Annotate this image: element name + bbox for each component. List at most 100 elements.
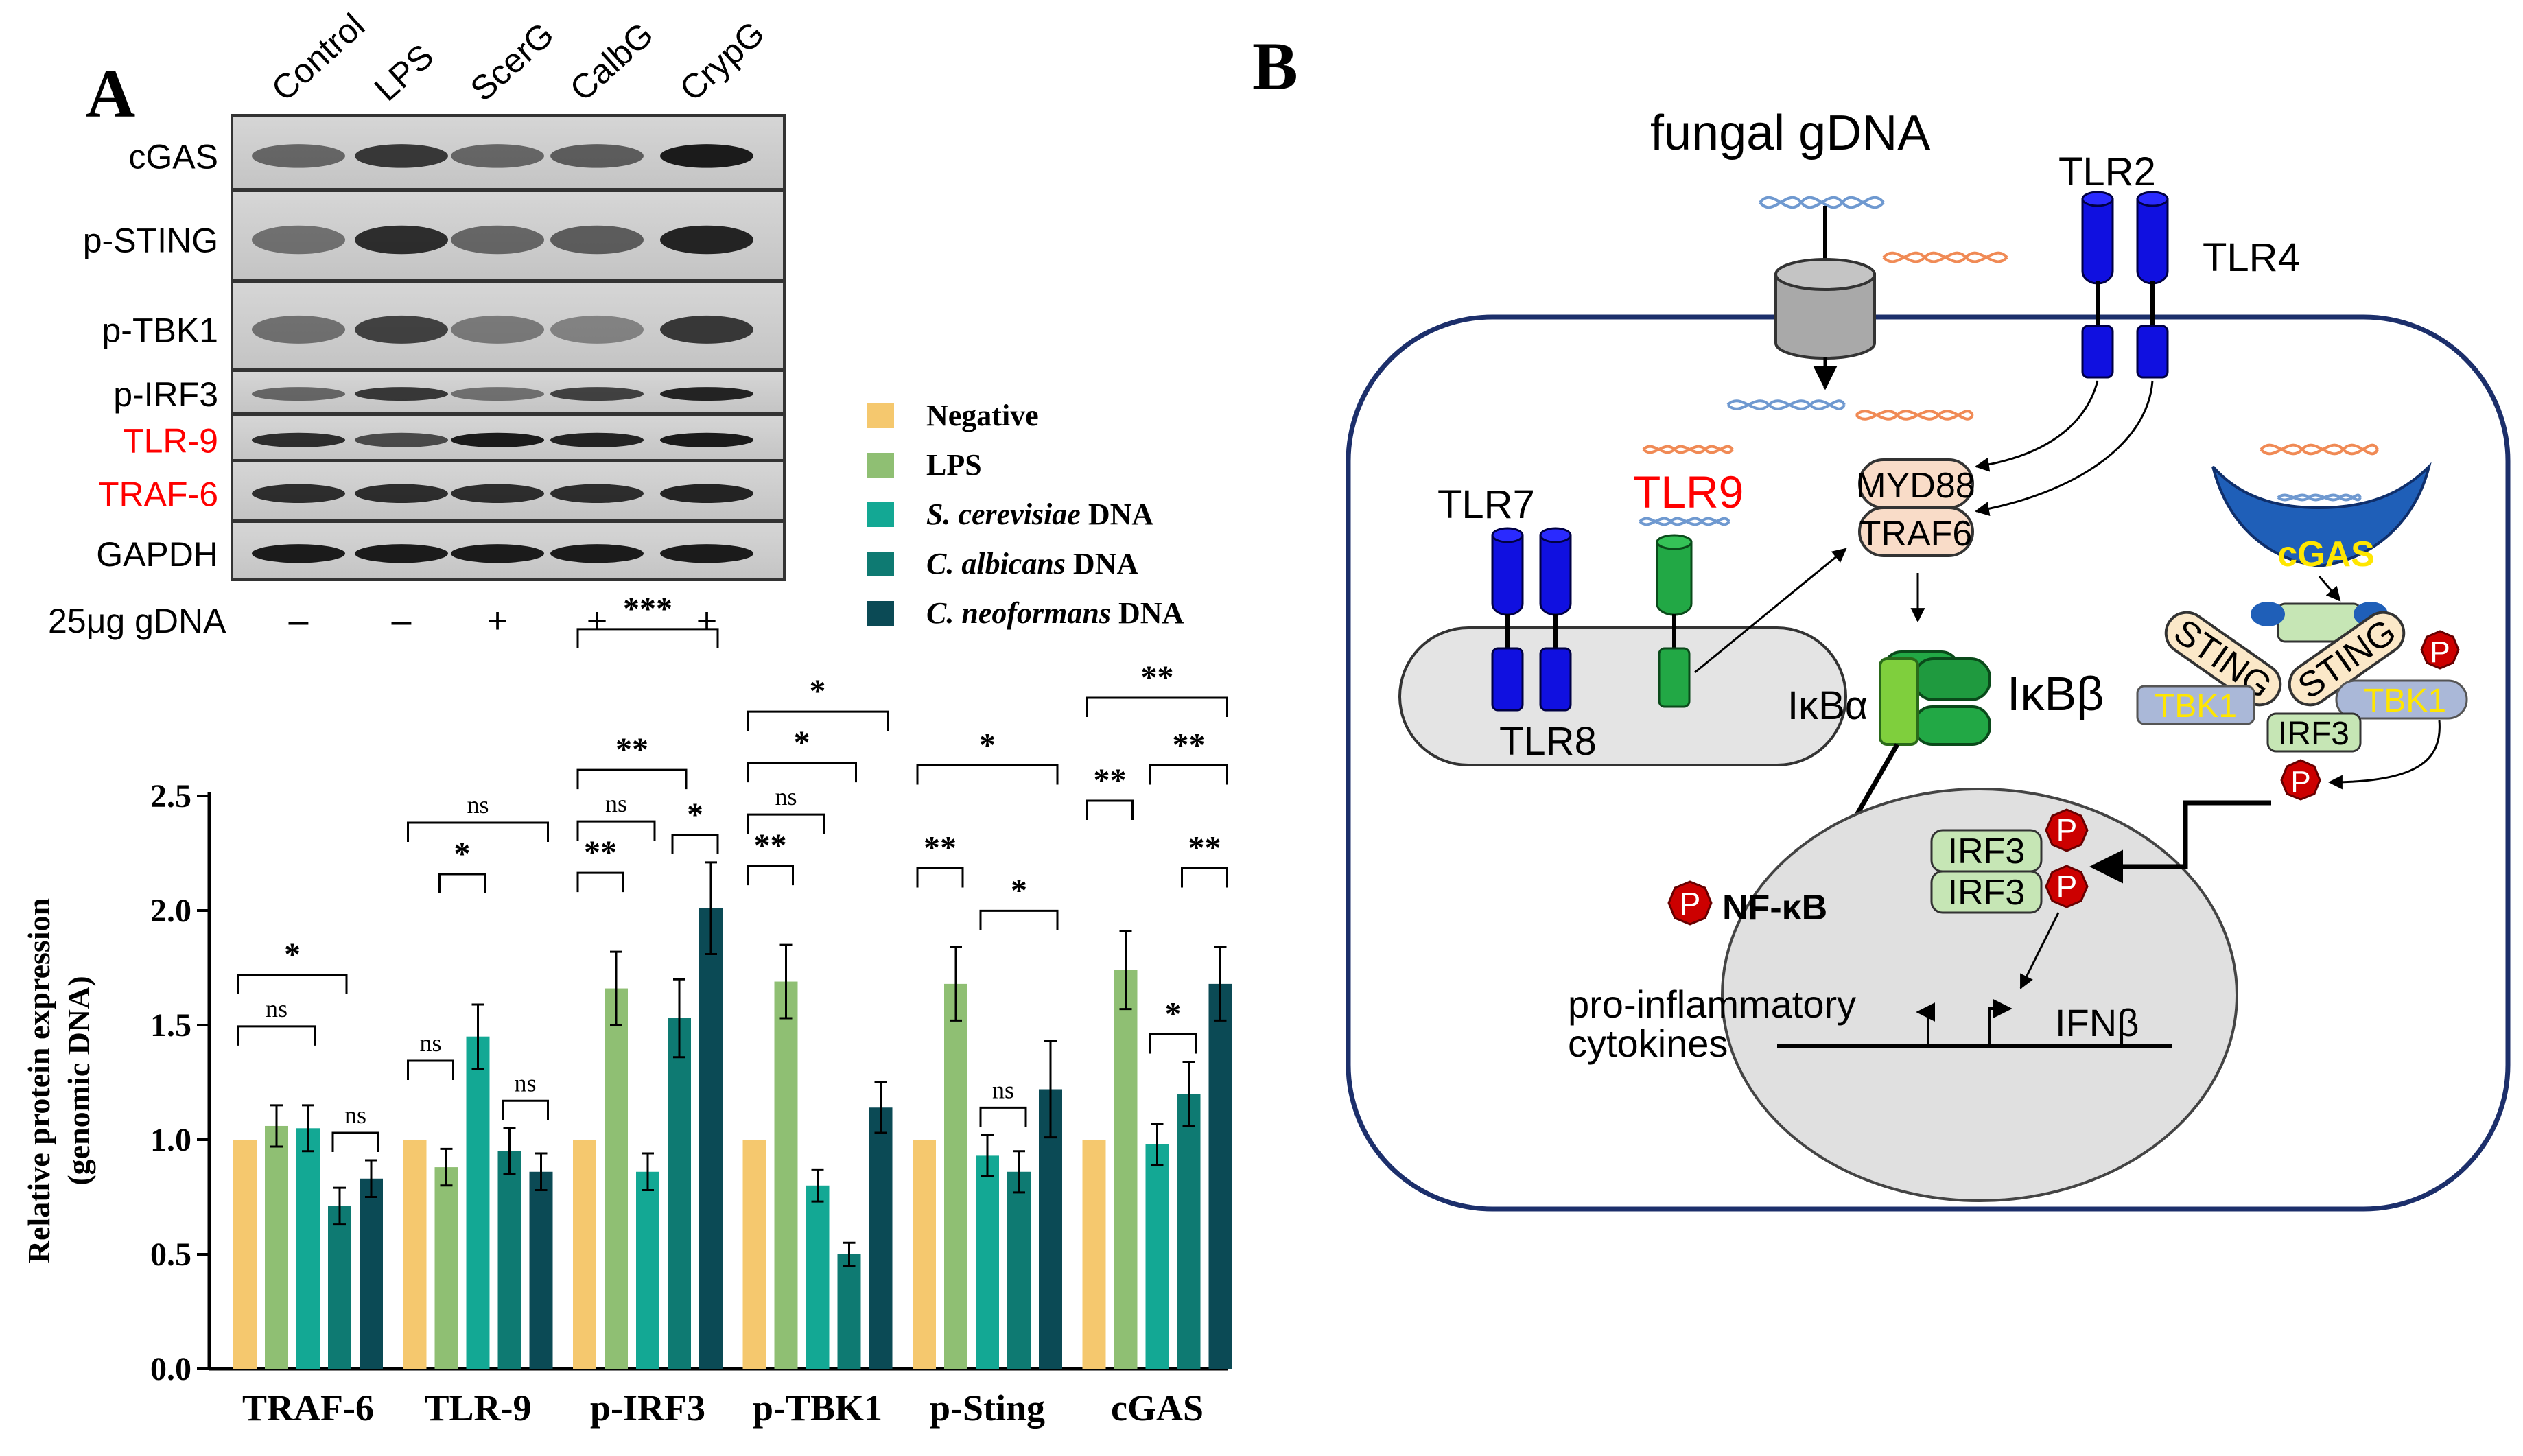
cgas-sting-arrow — [2318, 576, 2341, 602]
blot-row-label: GAPDH — [96, 535, 218, 574]
significance-bracket — [916, 764, 1059, 785]
significance-label: ** — [1094, 762, 1127, 799]
bar — [328, 1206, 351, 1369]
irf3-dimer: IRF3 IRF3 — [1930, 829, 2043, 914]
blot-band — [451, 484, 544, 504]
blot-band — [451, 144, 544, 168]
tbk1-left: TBK1 — [2136, 685, 2255, 725]
tlr9-myd88-arrow — [1694, 548, 1847, 674]
traf6-label: TRAF6 — [1859, 514, 1973, 554]
significance-label: ns — [605, 790, 627, 817]
blot-band — [550, 544, 644, 563]
blot-band — [252, 315, 345, 344]
svg-text:IRF3: IRF3 — [1948, 873, 2026, 913]
significance-bracket — [502, 1099, 549, 1120]
svg-text:TBK1: TBK1 — [2155, 688, 2237, 725]
significance-label: ** — [1173, 727, 1206, 763]
panel-b: B fungal gDNA — [1252, 28, 2511, 1212]
blot-row-label: p-IRF3 — [113, 375, 218, 414]
blot-band — [252, 387, 345, 401]
significance-label: ns — [992, 1076, 1014, 1103]
blot-band — [550, 144, 644, 168]
significance-label: ** — [584, 834, 617, 871]
x-category-label: p-Sting — [930, 1387, 1045, 1429]
nfkb-label: NF-κB — [1722, 888, 1827, 928]
legend-label: C. neoformans DNA — [926, 596, 1184, 630]
blot-band — [660, 387, 753, 401]
lane-label: LPS — [367, 36, 441, 108]
significance-bracket — [747, 865, 794, 886]
blot-band — [550, 432, 644, 447]
panel-b-label: B — [1252, 28, 1298, 104]
significance-bracket — [331, 1131, 379, 1153]
irf3-cytoplasm: IRF3 — [2266, 712, 2362, 753]
bar — [774, 981, 798, 1369]
significance-label: * — [284, 937, 301, 973]
blot-band — [451, 225, 544, 255]
significance-label: *** — [623, 591, 672, 627]
bar — [466, 1036, 490, 1369]
blot-row-label: TLR-9 — [123, 421, 218, 460]
bar — [403, 1140, 427, 1369]
tlr9-receptor: TLR9 — [1633, 467, 1744, 708]
significance-label: * — [454, 836, 471, 872]
significance-bracket — [1086, 799, 1134, 821]
significance-bracket — [747, 813, 825, 834]
tbk1-right: TBK1 — [2335, 679, 2468, 720]
blot-band — [355, 387, 448, 401]
bar — [1177, 1094, 1201, 1369]
significance-bracket — [979, 909, 1059, 930]
endosome — [1398, 626, 1847, 766]
blot-band — [355, 144, 448, 168]
bar — [944, 983, 967, 1369]
significance-label: * — [794, 725, 810, 761]
phosphate-icon: P — [2420, 630, 2460, 670]
y-tick-label: 0.0 — [150, 1351, 191, 1387]
ikbb-label: IκBβ — [2007, 667, 2104, 720]
bar — [1208, 983, 1232, 1369]
blot-band — [451, 387, 544, 401]
x-category-label: TRAF-6 — [242, 1387, 374, 1429]
blot-band — [252, 144, 345, 168]
legend-swatch — [867, 552, 894, 576]
tbk1-irf3-arrow — [2327, 720, 2441, 790]
significance-bracket — [1181, 867, 1228, 888]
blot-band — [451, 432, 544, 447]
significance-label: ns — [775, 783, 797, 810]
significance-label: * — [1011, 872, 1027, 908]
bar — [869, 1107, 893, 1369]
lane-label: CalbG — [563, 15, 661, 108]
svg-text:P: P — [2430, 635, 2450, 669]
bar — [296, 1128, 320, 1369]
y-tick-label: 1.0 — [150, 1122, 191, 1158]
blot-band — [355, 225, 448, 255]
significance-label: * — [810, 673, 826, 709]
legend-label: S. cerevisiae DNA — [926, 497, 1153, 531]
svg-text:P: P — [1680, 886, 1701, 921]
blot-band — [355, 315, 448, 344]
myd88-label: MYD88 — [1856, 466, 1975, 506]
gdna-row: 25μg gDNA ––+++ — [48, 601, 717, 641]
tlr2-myd88-arrow — [1974, 380, 2099, 472]
blot-band — [550, 315, 644, 344]
y-axis-label: Relative protein expression — [21, 898, 56, 1263]
blot-band — [252, 544, 345, 563]
significance-label: * — [687, 797, 703, 833]
blot-row-label: cGAS — [128, 137, 218, 176]
svg-text:P: P — [2056, 869, 2078, 904]
significance-label: ** — [1188, 830, 1221, 866]
significance-bracket — [747, 710, 889, 731]
irf3-ifnb-arrow — [2019, 912, 2060, 989]
significance-label: ns — [344, 1101, 366, 1129]
blot-band — [660, 225, 753, 255]
proinflammatory-label: pro-inflammatory — [1568, 983, 1856, 1026]
irf3-nuclear-import-arrow — [2089, 800, 2271, 884]
significance-bracket — [576, 820, 656, 841]
panel-a-label: A — [86, 56, 135, 132]
significance-bracket — [576, 628, 719, 648]
blot-row-label: TRAF-6 — [98, 475, 218, 513]
blot-band — [660, 484, 753, 504]
significance-bracket — [1149, 1033, 1197, 1054]
